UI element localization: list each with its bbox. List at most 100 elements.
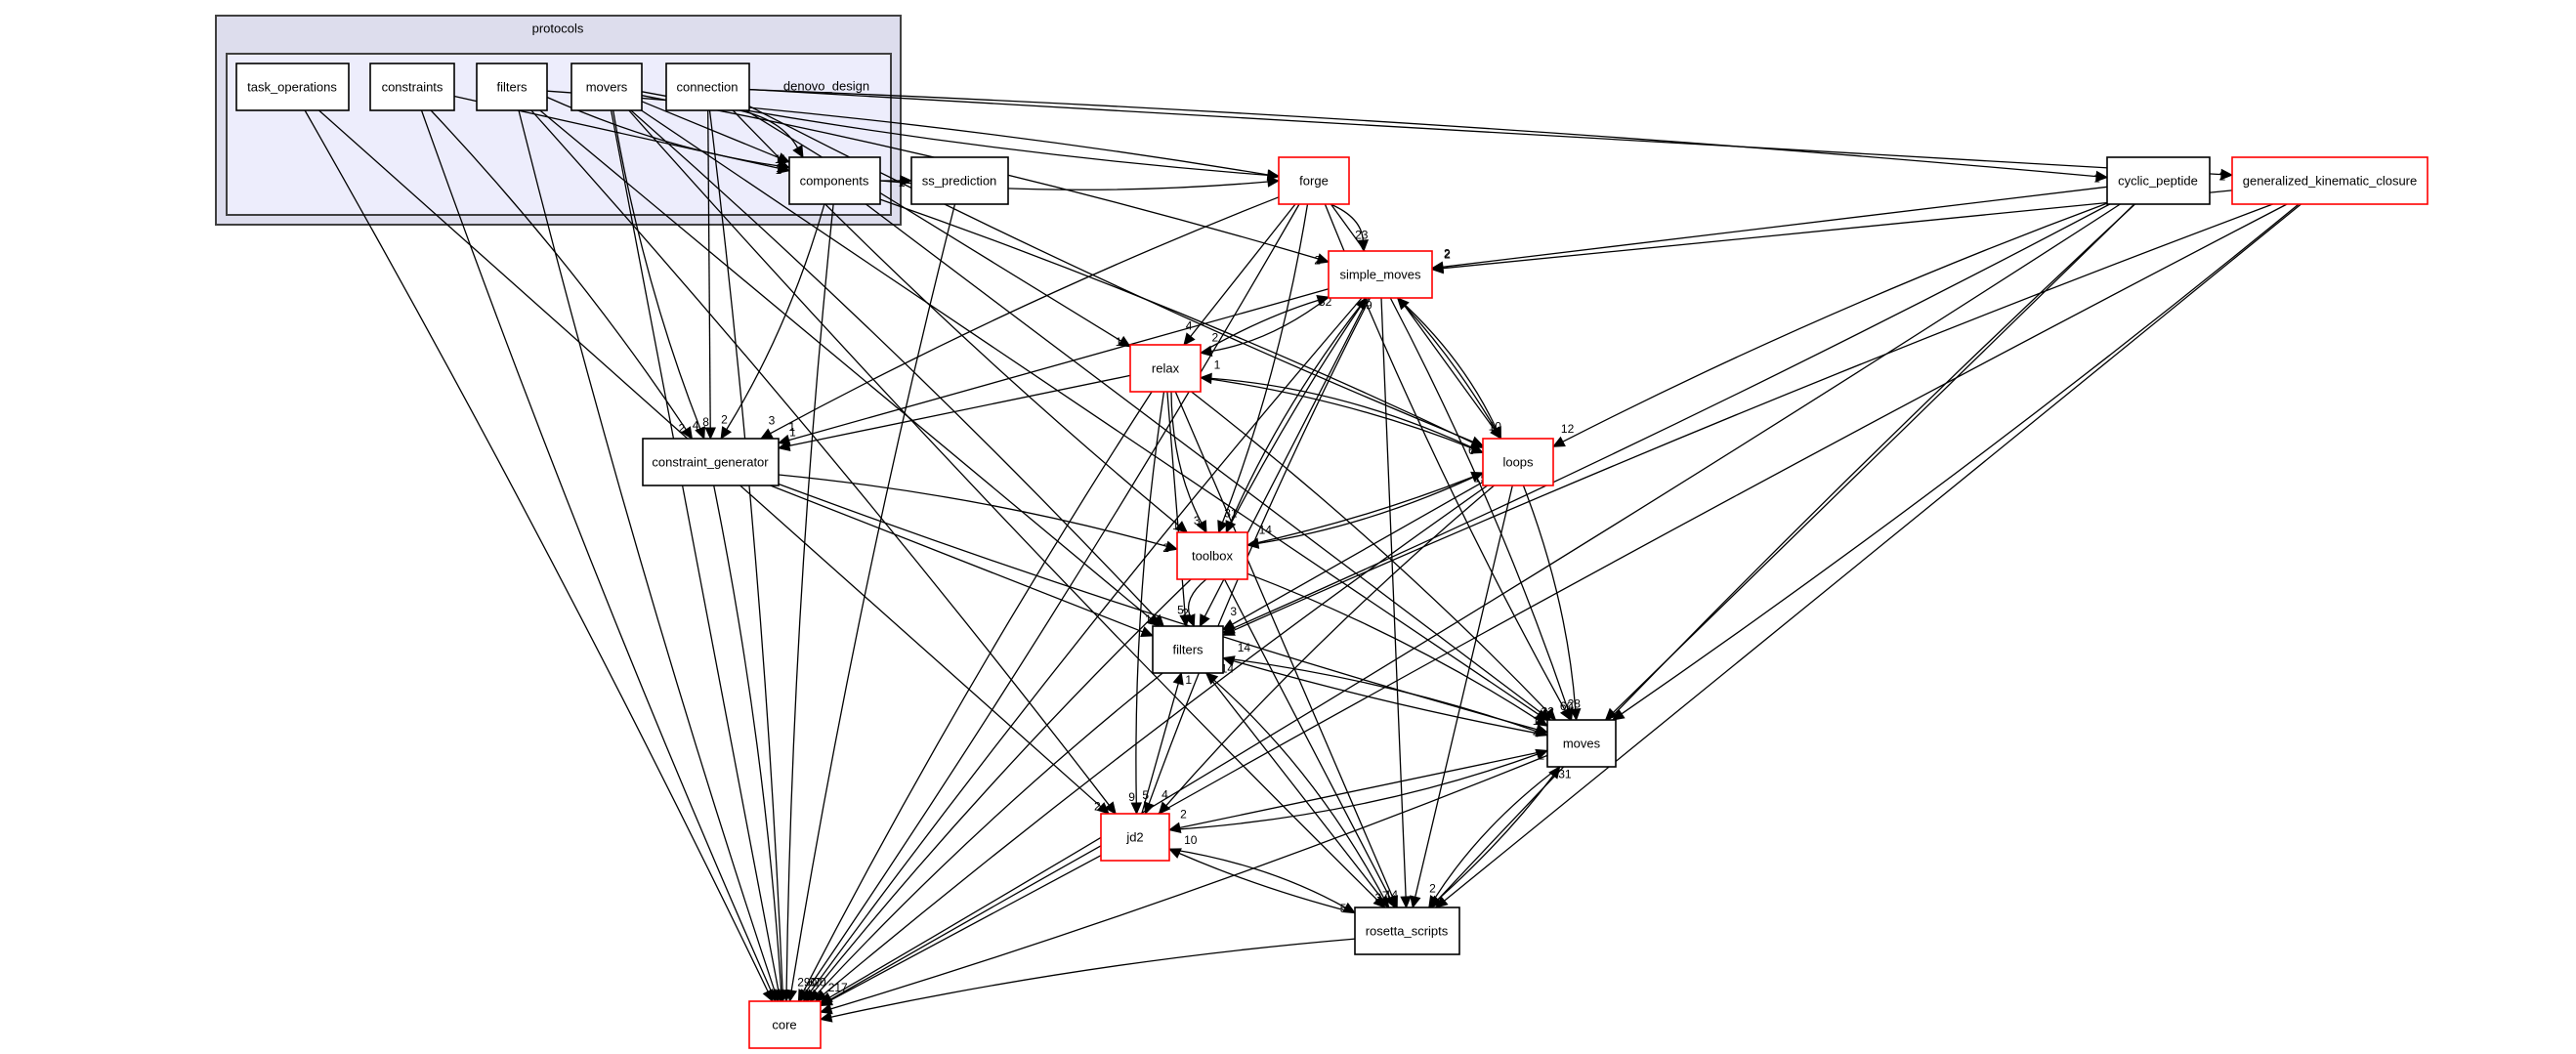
edge-connection-to-relax[interactable]: [745, 109, 1121, 342]
edge-dependency-count[interactable]: 2: [1212, 331, 1219, 345]
edge-relax-to-simple-moves[interactable]: [1200, 299, 1319, 354]
edge-dependency-count[interactable]: 1: [1214, 358, 1221, 371]
edge-dependency-count[interactable]: 7: [1382, 889, 1389, 903]
edge-constraint-generator-to-core[interactable]: [713, 485, 782, 991]
edge-simple-moves-to-moves[interactable]: [1389, 297, 1569, 710]
node-denovo-filters[interactable]: filters: [476, 63, 548, 111]
node-jd2[interactable]: jd2: [1100, 813, 1170, 862]
edge-toolbox-to-rosetta-scripts[interactable]: [1223, 578, 1391, 899]
edge-dd-filters-to-forge[interactable]: [546, 90, 1269, 176]
edge-dependency-count[interactable]: 5: [1142, 788, 1149, 802]
edge-loops-to-filters[interactable]: [1232, 481, 1484, 625]
edge-toolbox-to-simple-moves[interactable]: [1225, 306, 1362, 533]
edge-connection-to-cyclic-peptide[interactable]: [748, 89, 2097, 178]
edge-dd-filters-to-core[interactable]: [518, 109, 776, 991]
edge-toolbox-to-moves[interactable]: [1246, 572, 1540, 721]
node-cyclic-peptide[interactable]: cyclic_peptide: [2106, 156, 2211, 205]
edge-dependency-count[interactable]: 28: [1568, 697, 1582, 711]
edge-constraints-to-core[interactable]: [420, 109, 773, 992]
edge-simple-moves-to-core[interactable]: [809, 297, 1363, 993]
edge-loops-to-relax[interactable]: [1210, 377, 1484, 453]
edge-relax-to-filters[interactable]: [1166, 391, 1186, 616]
node-movers[interactable]: movers: [570, 63, 643, 111]
node-filters[interactable]: filters: [1152, 625, 1224, 674]
edge-simple-moves-to-loops[interactable]: [1397, 297, 1498, 430]
edge-connection-to-generalized-kinematic-closure[interactable]: [748, 88, 2222, 176]
edge-jd2-to-filters[interactable]: [1141, 683, 1179, 815]
edge-dependency-count[interactable]: 1: [1116, 335, 1122, 349]
edge-constraint-generator-to-toolbox[interactable]: [778, 474, 1167, 547]
edge-dependency-count[interactable]: 60: [1560, 699, 1574, 713]
edge-dependency-count[interactable]: 217: [828, 981, 848, 994]
node-core[interactable]: core: [748, 1000, 822, 1049]
node-ss-prediction[interactable]: ss_prediction: [910, 156, 1009, 205]
edge-relax-to-toolbox[interactable]: [1170, 391, 1203, 524]
edge-movers-to-moves[interactable]: [641, 109, 1540, 715]
edge-dependency-count[interactable]: 6: [1468, 443, 1475, 457]
edge-dependency-count[interactable]: 290: [797, 976, 817, 990]
edge-relax-to-core[interactable]: [802, 391, 1153, 992]
edge-generalized-kinematic-closure-to-rosetta-scripts[interactable]: [1444, 203, 2302, 902]
edge-dependency-count[interactable]: 14: [1259, 523, 1273, 536]
node-components[interactable]: components: [788, 156, 881, 205]
edge-loops-to-simple-moves[interactable]: [1404, 305, 1501, 440]
edge-cyclic-peptide-to-loops[interactable]: [1562, 202, 2108, 443]
node-simple-moves[interactable]: simple_moves: [1328, 250, 1433, 299]
edge-components-to-moves[interactable]: [866, 203, 1542, 714]
edge-dependency-count[interactable]: 12: [1561, 422, 1575, 436]
edge-dependency-count[interactable]: 4: [1186, 318, 1193, 332]
edge-rosetta-scripts-to-jd2[interactable]: [1178, 852, 1356, 914]
edge-forge-to-toolbox[interactable]: [1221, 203, 1309, 523]
edge-rosetta-scripts-to-filters[interactable]: [1213, 679, 1390, 908]
edge-relax-to-loops[interactable]: [1200, 376, 1474, 449]
edge-rosetta-scripts-to-core[interactable]: [830, 938, 1356, 1018]
edge-toolbox-to-filters[interactable]: [1187, 578, 1207, 617]
node-relax[interactable]: relax: [1129, 344, 1202, 393]
edge-simple-moves-to-constraint-generator[interactable]: [788, 288, 1330, 442]
edge-loops-to-toolbox[interactable]: [1257, 472, 1484, 544]
edge-loops-to-rosetta-scripts[interactable]: [1415, 485, 1513, 898]
edge-dependency-count[interactable]: 3: [1194, 514, 1201, 527]
edge-dependency-count[interactable]: 2: [1162, 541, 1169, 555]
edge-dependency-count[interactable]: 31: [1558, 768, 1572, 781]
edge-dependency-count[interactable]: 1: [1185, 673, 1192, 687]
edge-connection-to-components[interactable]: [739, 109, 799, 148]
edge-dependency-count[interactable]: 10: [1184, 833, 1198, 847]
edge-dependency-count[interactable]: 2: [1429, 881, 1436, 895]
node-moves[interactable]: moves: [1546, 719, 1617, 768]
edge-cyclic-peptide-to-core[interactable]: [829, 203, 2121, 998]
edge-simple-moves-to-relax[interactable]: [1210, 296, 1330, 353]
node-connection[interactable]: connection: [665, 63, 750, 111]
edge-filters-to-rosetta-scripts[interactable]: [1205, 672, 1383, 900]
edge-movers-to-constraint-generator[interactable]: [612, 109, 701, 430]
edge-components-to-constraint-generator[interactable]: [726, 203, 825, 430]
edge-dependency-count[interactable]: 32: [1541, 705, 1555, 719]
edge-rosetta-scripts-to-moves[interactable]: [1428, 775, 1554, 908]
edge-loops-to-moves[interactable]: [1522, 485, 1577, 710]
node-constraint-generator[interactable]: constraint_generator: [642, 438, 780, 486]
edge-movers-to-components[interactable]: [641, 101, 781, 159]
edge-simple-moves-to-toolbox[interactable]: [1230, 297, 1368, 524]
edge-movers-to-core[interactable]: [610, 109, 780, 991]
edge-dependency-count[interactable]: 2: [2219, 170, 2226, 184]
edge-dependency-count[interactable]: 23: [1355, 229, 1369, 242]
edge-dependency-count[interactable]: 87: [808, 975, 822, 989]
edge-forge-to-core[interactable]: [805, 203, 1300, 993]
edge-forge-to-loops[interactable]: [1330, 203, 1496, 431]
edge-toolbox-to-loops[interactable]: [1246, 476, 1474, 546]
edge-filters-to-core[interactable]: [817, 672, 1163, 994]
edge-dependency-count[interactable]: 1: [789, 426, 796, 440]
edge-forge-to-relax[interactable]: [1190, 203, 1296, 337]
edge-dependency-count[interactable]: 3: [1375, 891, 1382, 905]
edge-simple-moves-to-jd2[interactable]: [1148, 297, 1372, 804]
edge-dependency-count[interactable]: 2: [1094, 800, 1101, 814]
edge-dependency-count[interactable]: 2: [1314, 254, 1321, 268]
edge-dependency-count[interactable]: 1: [788, 420, 795, 434]
edge-relax-to-moves[interactable]: [1191, 391, 1549, 713]
edge-movers-to-rosetta-scripts[interactable]: [628, 109, 1378, 901]
node-loops[interactable]: loops: [1482, 438, 1554, 486]
node-toolbox[interactable]: toolbox: [1176, 531, 1248, 580]
edge-dependency-count[interactable]: 2: [679, 421, 686, 435]
edge-task-operations-to-core[interactable]: [304, 109, 769, 992]
edge-dependency-count[interactable]: 4: [1161, 788, 1168, 802]
